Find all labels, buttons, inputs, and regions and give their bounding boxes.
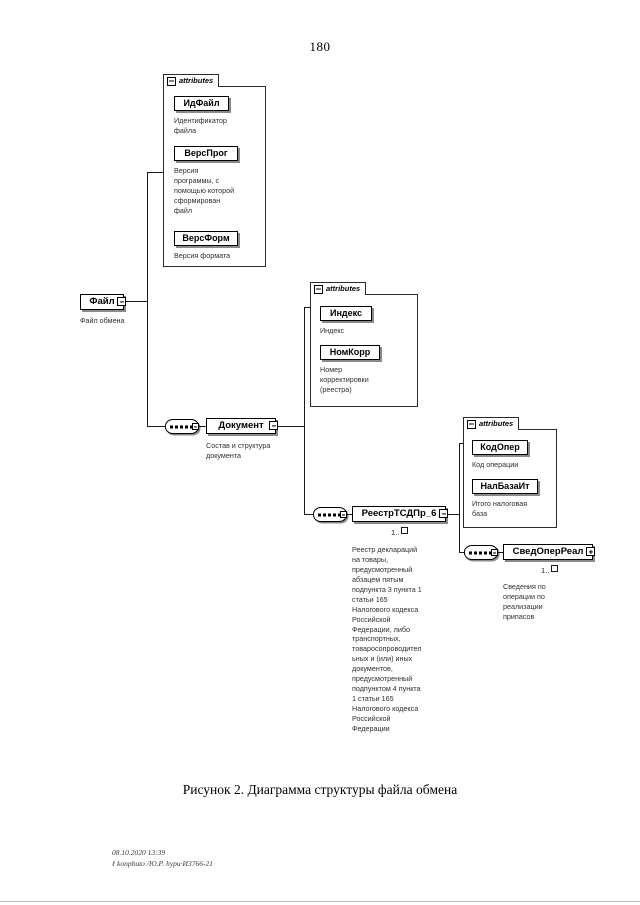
connector-to-registry-seq [304,514,313,515]
connector-to-document-seq [147,426,165,427]
connector-to-operation-seq [459,552,465,553]
attribute-vers-form-description: Версия формата [174,251,231,260]
element-node-sved-oper-real-label: СведОперРеал [512,546,584,558]
element-node-fayl-description: Файл обмена [80,316,125,325]
element-node-dokument-description: Состав и структура документа [206,441,271,460]
element-fayl-expand-handle[interactable] [117,297,126,306]
element-node-dokument[interactable]: Документ [206,418,276,434]
element-node-reestr-tsdpr-6-label: РеестрТСДПр_6 [361,508,437,520]
attribute-vers-prog[interactable]: ВерсПрог [174,146,238,161]
attributes-tab-registry: attributes [463,417,520,430]
collapse-minus-icon[interactable] [467,419,476,429]
attributes-tab-document: attributes [310,282,367,295]
element-operation-expand-handle[interactable] [586,547,595,556]
attribute-nom-korr-description: Номер корректировки (реестра) [320,365,369,394]
attribute-id-fayl-description: Идентификатор файла [174,116,227,135]
attribute-vers-form[interactable]: ВерсФорм [174,231,238,246]
connector-to-registry-attributes [459,443,465,444]
collapse-minus-icon[interactable] [314,284,323,294]
element-node-sved-oper-real-description: Сведения по операции по реализации припа… [503,582,546,621]
attribute-vers-prog-description: Версия программы, с помощью которой сфор… [174,166,235,215]
connector-seq-to-document [199,426,208,427]
element-registry-left-stub[interactable] [340,511,347,518]
figure-caption: Рисунок 2. Диаграмма структуры файла обм… [182,782,458,797]
element-operation-multiplicity: 1.. [541,565,558,575]
attribute-nal-baza-it-description: Итого налоговая база [472,499,528,518]
attributes-tab-label: attributes [479,419,514,429]
element-node-fayl[interactable]: Файл [80,294,124,310]
footer-timestamp: 08.10.2020 13:39 [112,848,166,857]
connector-fayl-vertical [147,172,148,426]
element-dokument-expand-handle[interactable] [269,421,278,430]
collapse-minus-icon[interactable] [167,76,176,86]
connector-registry-right [448,514,459,515]
connector-fayl-right [126,301,147,302]
footer-signature: ℓ konpbuto /Ю.Р. hypu·И3766-21 [112,858,213,868]
element-document-left-stub[interactable] [192,423,199,430]
attributes-tab-label: attributes [179,76,214,86]
page-number: 180 [309,39,331,54]
element-node-fayl-label: Файл [89,296,115,308]
page-footer: 08.10.2020 13:39 ℓ konpbuto /Ю.Р. hypu·И… [112,848,213,870]
scan-edge-divider [0,901,640,905]
attributes-tab-file: attributes [163,74,220,87]
attribute-nom-korr[interactable]: НомКорр [320,345,380,360]
element-node-reestr-tsdpr-6-description: Реестр деклараций на товары, предусмотре… [352,545,422,733]
element-node-reestr-tsdpr-6[interactable]: РеестрТСДПр_6 [352,506,446,522]
connector-dokument-vertical [304,307,305,515]
connector-seq-to-operation [498,552,507,553]
attribute-nal-baza-it[interactable]: НалБазаИт [472,479,538,494]
connector-to-file-attributes [147,172,164,173]
attribute-kod-oper[interactable]: КодОпер [472,440,528,455]
element-node-sved-oper-real[interactable]: СведОперРеал [503,544,593,560]
element-operation-left-stub[interactable] [491,549,498,556]
connector-seq-to-registry [347,514,356,515]
connector-dokument-right [278,426,304,427]
attribute-indeks[interactable]: Индекс [320,306,372,321]
element-node-dokument-label: Документ [218,420,264,432]
attributes-tab-label: attributes [326,284,361,294]
connector-registry-vertical [459,443,460,553]
attribute-kod-oper-description: Код операции [472,460,519,469]
element-registry-expand-handle[interactable] [439,509,448,518]
attribute-indeks-description: Индекс [320,326,345,335]
element-registry-multiplicity: 1.. [391,527,408,537]
attribute-id-fayl[interactable]: ИдФайл [174,96,229,111]
connector-to-document-attributes [304,307,313,308]
